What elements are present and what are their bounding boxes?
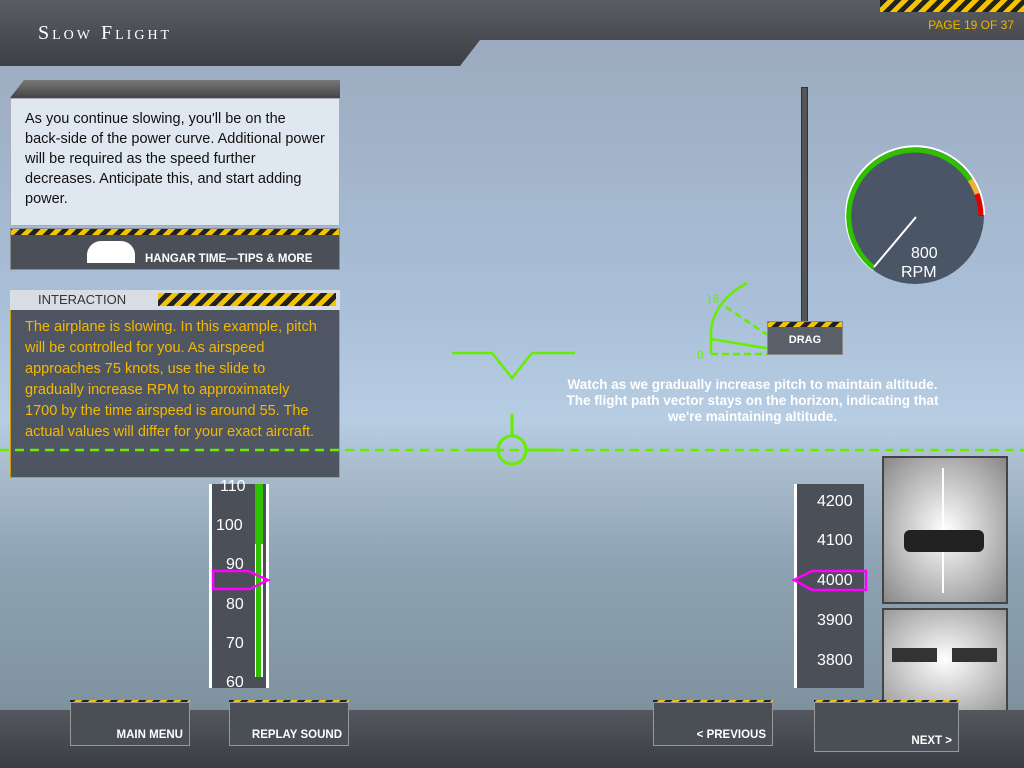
pitch-max-label: 18 [706,291,719,306]
rpm-needle [873,216,917,268]
altitude-tick: 4200 [817,493,853,510]
hangar-icon [87,241,135,263]
altitude-tick: 3900 [817,612,853,629]
pitch-min-label: 0 [697,347,704,362]
replay-sound-button[interactable]: REPLAY SOUND [229,702,349,746]
drag-label: DRAG [788,334,822,346]
yoke-view [882,456,1008,604]
airspeed-tape: 110 100 90 80 70 60 [209,478,269,691]
airspeed-tick: 80 [226,596,244,613]
interaction-header: INTERACTION [10,290,340,310]
rpm-slider-track[interactable] [801,87,808,327]
airspeed-tick: 100 [216,517,243,534]
throttle-icon [952,648,997,662]
yoke-icon [904,530,984,552]
rpm-green-arc [846,147,973,270]
hangar-time-button[interactable]: HANGAR TIME—TIPS & MORE [10,228,340,270]
next-button[interactable]: NEXT > [814,702,959,752]
airspeed-tick: 90 [226,556,244,573]
rpm-gauge [846,146,984,284]
throttle-icon [892,648,937,662]
interaction-text: The airplane is slowing. In this example… [25,319,317,440]
pitch-marker [452,351,575,381]
throttle-view [882,608,1008,712]
hazard-stripe [158,293,336,306]
hazard-stripe [880,0,1024,12]
main-menu-button[interactable]: MAIN MENU [70,702,190,746]
page-indicator: PAGE 19 OF 37 [928,18,1014,32]
caption-text: Watch as we gradually increase pitch to … [566,377,939,424]
airspeed-tick: 60 [226,674,244,691]
info-box: As you continue slowing, you'll be on th… [10,98,340,226]
airspeed-bug [211,569,271,591]
page-title: Slow Flight [38,22,173,44]
pitch-arc [709,281,748,354]
rpm-value: 800 [911,245,938,262]
hangar-label: HANGAR TIME—TIPS & MORE [145,253,313,265]
airspeed-tick: 110 [220,478,246,495]
airspeed-tick: 70 [226,635,244,652]
altitude-tick: 4000 [817,572,853,589]
altitude-bug [792,569,868,592]
hazard-stripe [11,229,339,235]
altitude-tick: 4100 [817,532,853,549]
previous-button[interactable]: < PREVIOUS [653,702,773,746]
altitude-tick: 3800 [817,652,853,669]
interaction-box: The airplane is slowing. In this example… [10,292,340,478]
drag-slider-handle[interactable]: DRAG [767,321,843,355]
infobox-tab [10,80,340,98]
interaction-label: INTERACTION [38,292,127,307]
rpm-unit: RPM [901,264,937,281]
